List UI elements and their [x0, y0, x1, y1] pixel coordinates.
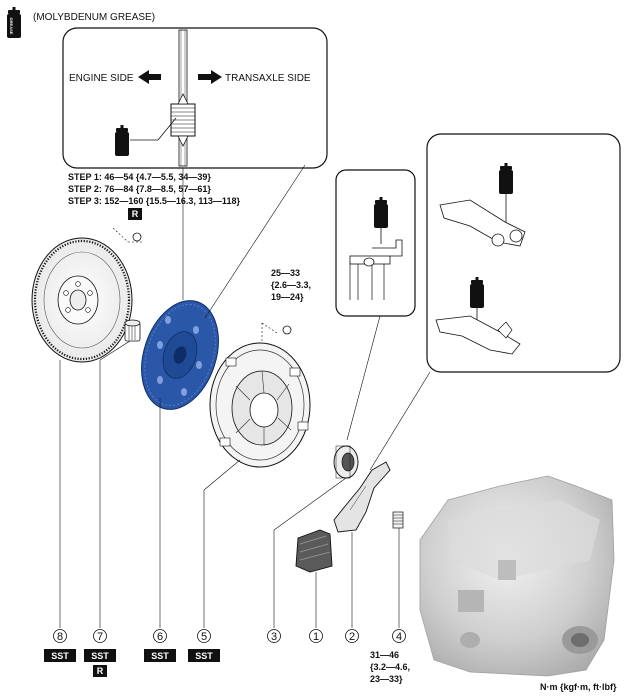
inset-grease-icon — [374, 197, 388, 228]
release-bearing — [333, 445, 359, 479]
svg-text:SST: SST — [51, 651, 69, 661]
svg-text:1: 1 — [313, 631, 319, 643]
clutch-cover — [209, 342, 311, 468]
clutch-disc — [141, 300, 219, 410]
pilot-bearing — [124, 319, 141, 342]
pivot-stud — [392, 511, 404, 529]
svg-text:5: 5 — [201, 631, 207, 643]
units-label: N·m {kgf·m, ft·lbf} — [540, 682, 617, 692]
release-fork — [333, 461, 391, 533]
svg-text:{2.6—3.3,: {2.6—3.3, — [271, 280, 311, 290]
arrow-right-icon — [198, 70, 222, 84]
svg-text:STEP 3: 152—160 {15.5—16.3, 11: STEP 3: 152—160 {15.5—16.3, 113—118} — [68, 196, 240, 206]
callout-1: 1 — [309, 629, 323, 643]
callouts: 8 SST 7 SST R 6 SST 5 SST 3 — [44, 629, 406, 677]
svg-text:{3.2—4.6,: {3.2—4.6, — [370, 662, 410, 672]
svg-text:6: 6 — [157, 631, 163, 643]
callout-6: 6 SST — [144, 629, 176, 662]
svg-text:2: 2 — [349, 631, 355, 643]
svg-text:GREASE: GREASE — [9, 18, 14, 35]
release-fork-inset — [369, 133, 621, 471]
spline-inset: ENGINE SIDE TRANSAXLE SIDE — [62, 27, 328, 169]
callout-leaders — [59, 340, 400, 628]
svg-text:8: 8 — [57, 631, 63, 643]
svg-text:SST: SST — [151, 651, 169, 661]
callout-5: 5 SST — [188, 629, 220, 662]
engine-side-label: ENGINE SIDE — [69, 73, 134, 84]
inset-grease-icon — [115, 125, 129, 156]
transaxle-side-label: TRANSAXLE SIDE — [225, 73, 311, 84]
replace-badge: R — [132, 209, 139, 219]
flywheel — [31, 237, 133, 363]
callout-4: 4 — [392, 629, 406, 643]
release-bearing-inset — [335, 169, 416, 441]
flywheel-bolt — [112, 227, 143, 243]
flywheel-torque-spec: STEP 1: 46—54 {4.7—5.5, 34—39} STEP 2: 7… — [68, 172, 240, 220]
svg-text:19—24}: 19—24} — [271, 292, 304, 302]
callout-8: 8 SST — [44, 629, 76, 662]
arrow-left-icon — [138, 70, 161, 84]
svg-text:STEP 1: 46—54 {4.7—5.5, 34—39}: STEP 1: 46—54 {4.7—5.5, 34—39} — [68, 172, 211, 182]
inset-grease-icon — [499, 163, 513, 194]
transaxle-housing — [419, 475, 615, 677]
callout-3: 3 — [267, 629, 281, 643]
pivot-stud-torque-spec: 31—46 {3.2—4.6, 23—33} — [370, 650, 410, 684]
svg-text:3: 3 — [271, 631, 277, 643]
svg-text:25—33: 25—33 — [271, 268, 300, 278]
svg-text:STEP 2: 76—84 {7.8—8.5, 57—61}: STEP 2: 76—84 {7.8—8.5, 57—61} — [68, 184, 211, 194]
grease-can-icon: GREASE — [7, 7, 21, 38]
clutch-cover-torque-spec: 25—33 {2.6—3.3, 19—24} — [271, 268, 311, 302]
boot — [295, 529, 333, 573]
grease-legend: GREASE (MOLYBDENUM GREASE) — [7, 7, 155, 38]
grease-legend-text: (MOLYBDENUM GREASE) — [33, 12, 155, 23]
svg-text:SST: SST — [91, 651, 109, 661]
svg-text:31—46: 31—46 — [370, 650, 399, 660]
svg-text:4: 4 — [396, 631, 402, 643]
callout-2: 2 — [345, 629, 359, 643]
callout-7: 7 SST R — [84, 629, 116, 677]
svg-text:23—33}: 23—33} — [370, 674, 403, 684]
svg-text:7: 7 — [97, 631, 103, 643]
svg-text:R: R — [97, 666, 104, 676]
inset-grease-icon — [470, 277, 484, 308]
svg-text:SST: SST — [195, 651, 213, 661]
